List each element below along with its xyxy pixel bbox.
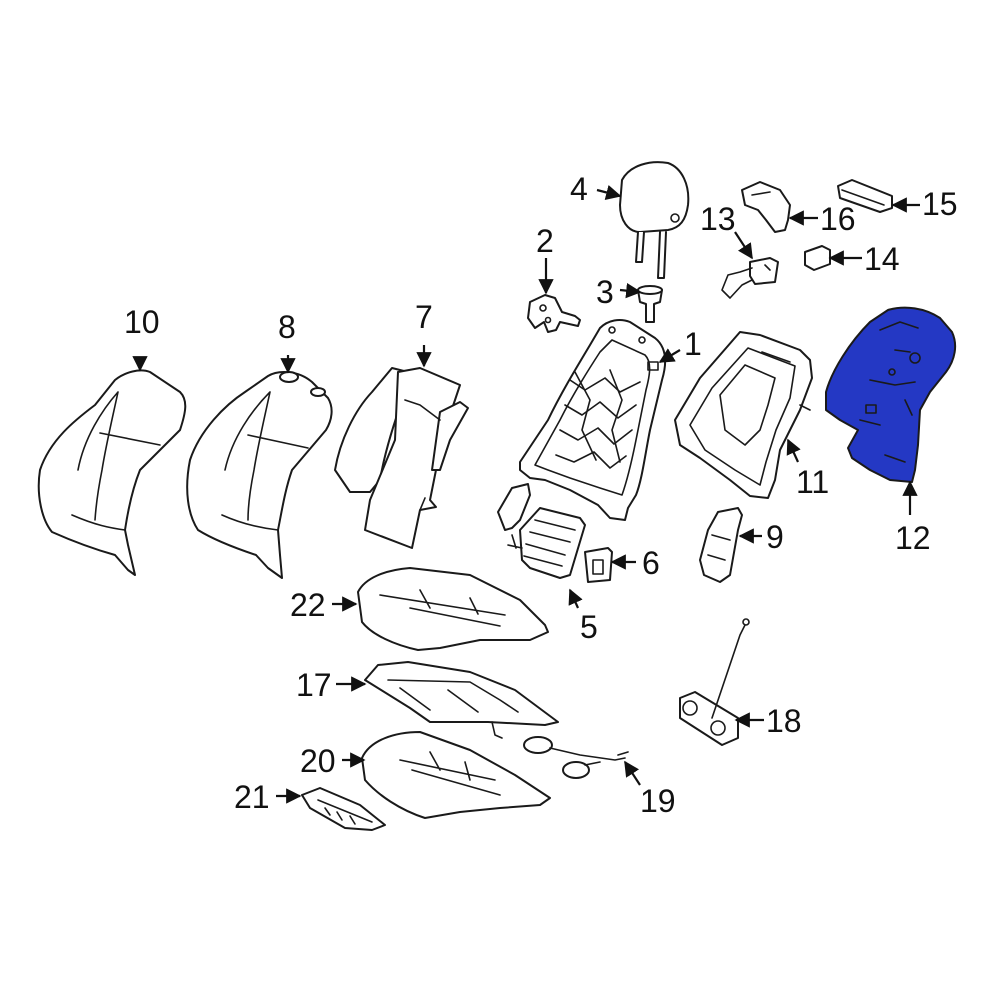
callout-4: 4: [570, 171, 588, 207]
part-13-harness[interactable]: [721, 257, 779, 299]
callout-3: 3: [596, 274, 614, 310]
part-14-clip[interactable]: [804, 245, 831, 271]
part-17-seat-pan[interactable]: [364, 661, 559, 739]
callout-22: 22: [290, 587, 326, 623]
callout-19: 19: [640, 783, 676, 819]
part-2-bracket[interactable]: [527, 294, 581, 333]
part-16-trim-piece[interactable]: [741, 181, 791, 233]
callout-10: 10: [124, 304, 160, 340]
callout-16: 16: [820, 201, 856, 237]
callout-12: 12: [895, 520, 931, 556]
callout-1: 1: [684, 326, 702, 362]
part-9-side-trim[interactable]: [699, 507, 743, 583]
callout-18: 18: [766, 703, 802, 739]
part-22-seat-cover[interactable]: [357, 567, 549, 651]
part-7-side-panels[interactable]: [334, 367, 469, 549]
part-12-backrest-panel[interactable]: [825, 306, 957, 483]
part-4-headrest[interactable]: [619, 161, 690, 279]
part-6-module[interactable]: [584, 547, 613, 583]
callout-8: 8: [278, 309, 296, 345]
callout-21: 21: [234, 779, 270, 815]
part-11-back-panel[interactable]: [674, 331, 813, 499]
part-1-backrest-frame[interactable]: [519, 319, 667, 521]
callout-20: 20: [300, 743, 336, 779]
callout-6: 6: [642, 545, 660, 581]
part-19-sensor[interactable]: [523, 736, 629, 779]
part-3-headrest-guide[interactable]: [637, 285, 663, 323]
callout-5: 5: [580, 609, 598, 645]
callout-labels: 10 8 7 1 2 3 4 13 14 15 16 12 11 9 6 5 2…: [124, 171, 958, 819]
part-8-backrest-cover[interactable]: [186, 371, 333, 579]
callout-17: 17: [296, 667, 332, 703]
part-5-lumbar-support[interactable]: [497, 483, 586, 579]
callout-2: 2: [536, 223, 554, 259]
callout-15: 15: [922, 186, 958, 222]
part-20-seat-foam[interactable]: [361, 731, 551, 819]
callout-7: 7: [415, 299, 433, 335]
part-21-heater-pad[interactable]: [301, 787, 386, 831]
callout-9: 9: [766, 519, 784, 555]
part-10-backrest-cover[interactable]: [37, 369, 187, 576]
callout-14: 14: [864, 241, 900, 277]
leader-lines: [132, 185, 920, 804]
part-18-speaker-module[interactable]: [679, 618, 750, 746]
callout-11: 11: [796, 464, 829, 500]
callout-13: 13: [700, 201, 736, 237]
